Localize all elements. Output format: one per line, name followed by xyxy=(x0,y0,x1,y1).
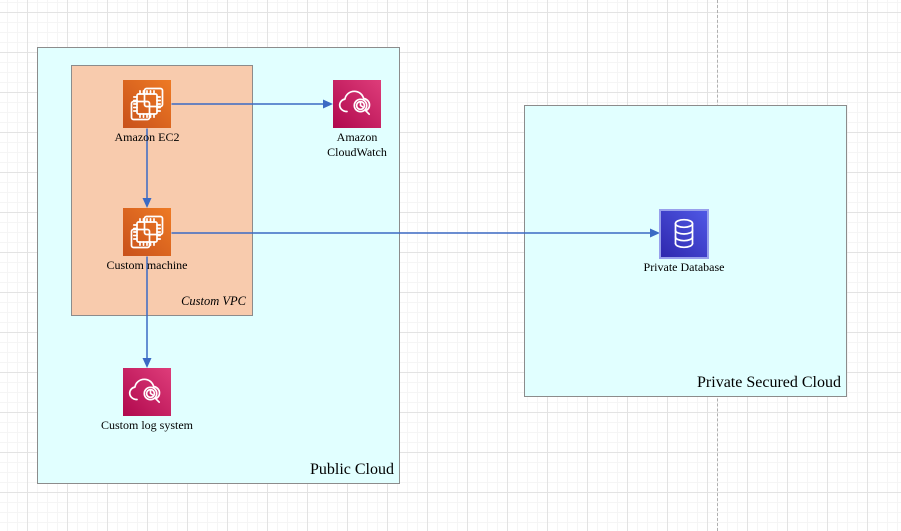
ec2-chip-icon xyxy=(123,208,171,256)
amazon-ec2-label: Amazon EC2 xyxy=(114,130,180,144)
public-cloud-label: Public Cloud xyxy=(309,461,394,478)
edge-ec2-to-cloudwatch[interactable] xyxy=(171,99,334,109)
container-custom-vpc[interactable]: Custom VPC xyxy=(71,65,253,316)
amazon-cloudwatch-label: Amazon CloudWatch xyxy=(327,130,387,159)
node-custom-log-system[interactable] xyxy=(123,368,171,416)
database-cylinder-icon xyxy=(660,210,708,258)
edge-custom-machine-to-private-database[interactable] xyxy=(171,228,661,238)
cloud-magnifier-icon xyxy=(333,80,381,128)
cloud-magnifier-icon xyxy=(123,368,171,416)
private-secured-cloud-label: Private Secured Cloud xyxy=(697,374,841,391)
ec2-chip-icon xyxy=(123,80,171,128)
node-private-database[interactable] xyxy=(659,209,709,259)
custom-vpc-label: Custom VPC xyxy=(181,294,246,308)
edge-ec2-to-custom-machine[interactable] xyxy=(142,128,152,209)
edge-custom-machine-to-custom-log[interactable] xyxy=(142,256,152,369)
node-custom-machine[interactable] xyxy=(123,208,171,256)
node-amazon-cloudwatch[interactable] xyxy=(333,80,381,128)
custom-machine-label: Custom machine xyxy=(106,258,188,272)
custom-log-system-label: Custom log system xyxy=(100,418,193,432)
private-database-label: Private Database xyxy=(643,260,725,274)
node-amazon-ec2[interactable] xyxy=(123,80,171,128)
